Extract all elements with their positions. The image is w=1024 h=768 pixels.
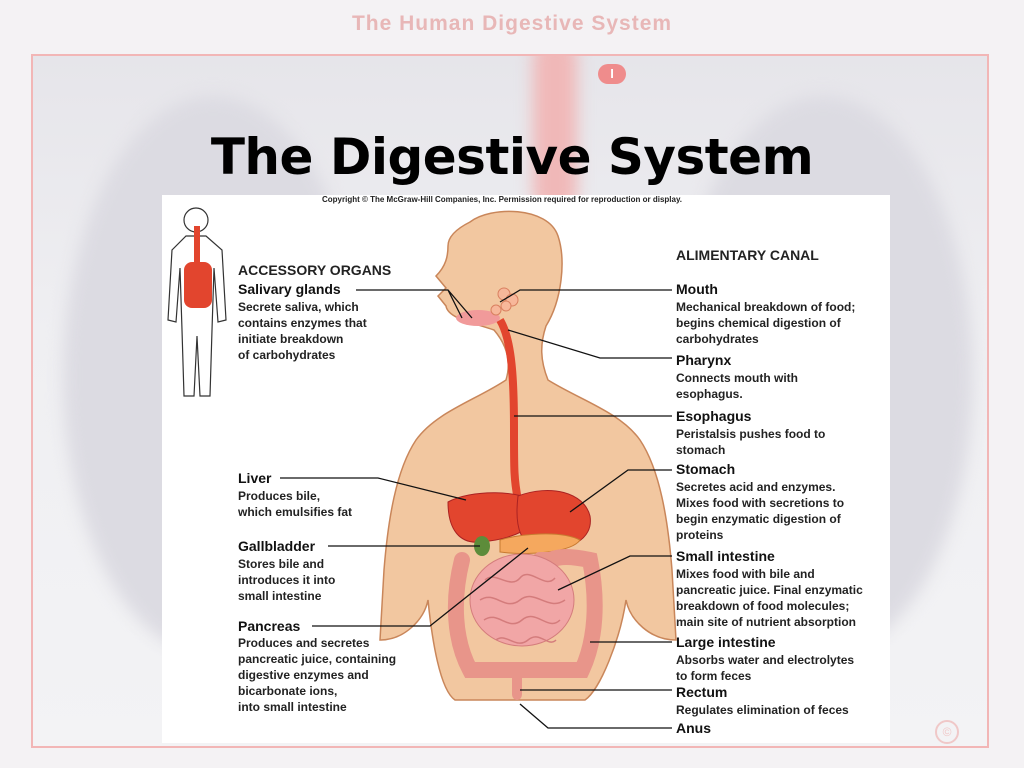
label-mouth: Mouth (676, 281, 718, 297)
leader-pharynx (507, 329, 672, 359)
small-intestine-coils (479, 573, 566, 644)
label-anus: Anus (676, 720, 711, 736)
esophagus-tube (496, 317, 522, 501)
slide-title: The Digestive System (210, 128, 814, 186)
copyright-notice: Copyright © The McGraw-Hill Companies, I… (322, 195, 683, 204)
large-intestine-organ (447, 549, 603, 678)
leader-mouth (499, 289, 672, 303)
leader-salivary (356, 289, 473, 319)
label-small-intestine: Small intestine (676, 548, 775, 564)
accessory-heading: ACCESSORY ORGANS (238, 262, 392, 278)
desc-stomach: Secretes acid and enzymes. Mixes food wi… (676, 480, 845, 542)
leader-small-intestine (557, 555, 672, 591)
desc-liver: Produces bile, which emulsifies fat (238, 489, 353, 519)
label-salivary-glands: Salivary glands (238, 281, 341, 297)
desc-pharynx: Connects mouth with esophagus. (676, 371, 798, 401)
leader-anus (519, 703, 672, 729)
step-badge: I (598, 64, 626, 84)
desc-esophagus: Peristalsis pushes food to stomach (676, 427, 826, 457)
desc-large-intestine: Absorbs water and electrolytes to form f… (676, 653, 855, 683)
gallbladder-organ (474, 536, 490, 556)
desc-pancreas: Produces and secretes pancreatic juice, … (238, 636, 397, 714)
header-title: The Human Digestive System (351, 12, 673, 35)
label-esophagus: Esophagus (676, 408, 752, 424)
leader-liver (280, 477, 467, 501)
alimentary-heading: ALIMENTARY CANAL (676, 247, 819, 263)
inset-esophagus (194, 226, 200, 262)
leader-pancreas (312, 547, 529, 627)
label-pancreas: Pancreas (238, 618, 301, 634)
label-gallbladder: Gallbladder (238, 538, 316, 554)
salivary-glands (490, 287, 519, 316)
background-esophagus-shape (533, 56, 577, 216)
label-liver: Liver (238, 470, 272, 486)
label-pharynx: Pharynx (676, 352, 732, 368)
leader-lines (280, 289, 672, 729)
desc-mouth: Mechanical breakdown of food; begins che… (676, 300, 856, 346)
inset-digestive-organs (184, 262, 212, 308)
leader-stomach (569, 469, 672, 513)
rectum-organ (512, 670, 522, 700)
mouth-cavity (456, 310, 500, 326)
desc-gallbladder: Stores bile and introduces it into small… (238, 557, 336, 603)
desc-rectum: Regulates elimination of feces (676, 703, 849, 717)
label-stomach: Stomach (676, 461, 736, 477)
desc-small-intestine: Mixes food with bile and pancreatic juic… (676, 567, 863, 629)
label-rectum: Rectum (676, 684, 728, 700)
copyright-corner-icon: © (935, 720, 959, 744)
small-intestine-organ (469, 553, 575, 647)
label-large-intestine: Large intestine (676, 634, 776, 650)
desc-salivary-glands: Secrete saliva, which contains enzymes t… (238, 300, 367, 362)
